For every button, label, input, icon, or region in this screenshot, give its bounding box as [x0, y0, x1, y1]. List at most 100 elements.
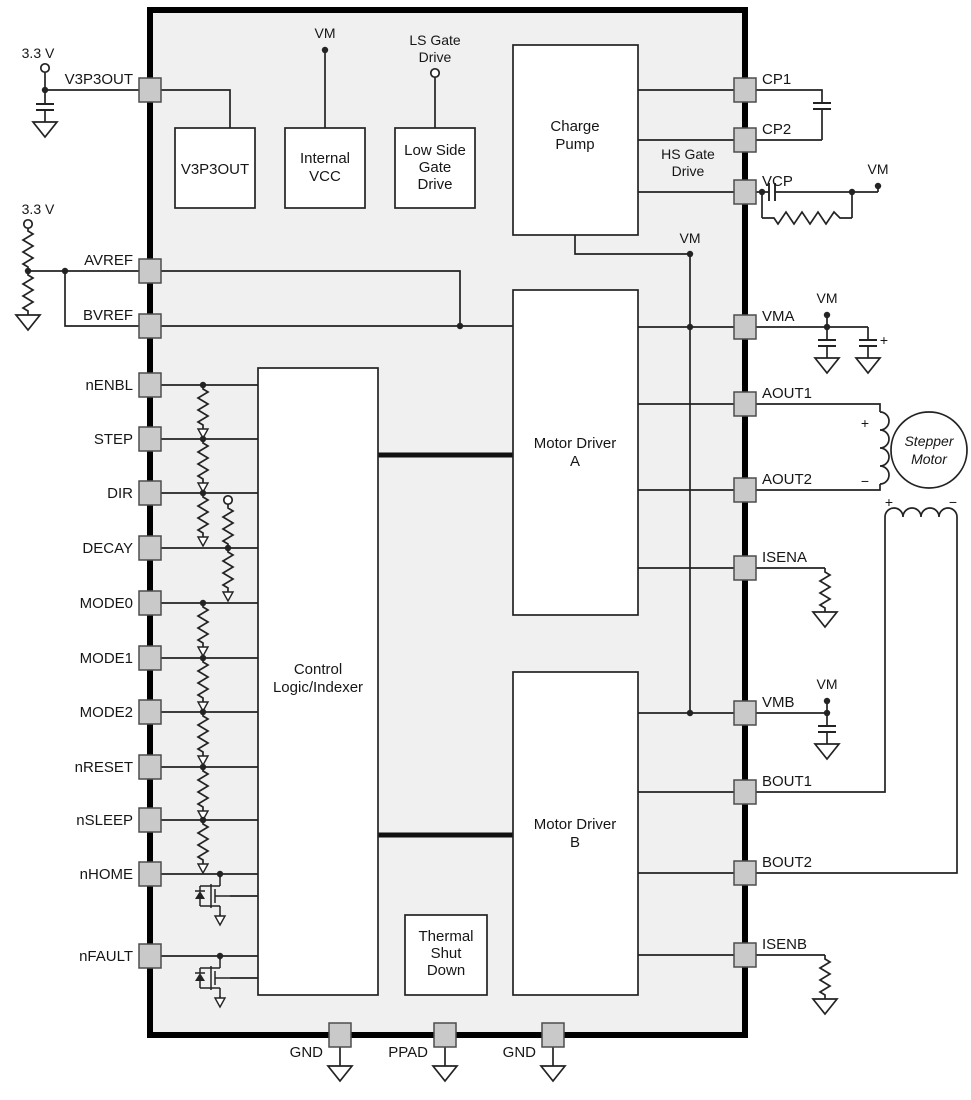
pin-vmb — [733, 700, 757, 726]
block-ls-gate-label: Gate — [419, 159, 452, 176]
pin-step — [138, 426, 162, 452]
pin-aout1 — [733, 391, 757, 417]
pin-nenbl — [138, 372, 162, 398]
junction-dot — [199, 599, 207, 607]
ground-icon — [814, 743, 840, 760]
pin-mode0 — [138, 590, 162, 616]
pin-label-aout1: AOUT1 — [762, 385, 812, 402]
junction-dot — [216, 870, 224, 878]
pin-bvref — [138, 313, 162, 339]
pin-label-nfault: nFAULT — [79, 948, 133, 965]
junction-dot — [686, 323, 694, 331]
pin-dir — [138, 480, 162, 506]
supply-terminal-icon — [39, 62, 51, 74]
block-charge-pump-label: Pump — [555, 136, 594, 153]
pin-nfault — [138, 943, 162, 969]
ground-icon — [812, 998, 838, 1015]
net-vm-vcp: VM — [868, 161, 889, 177]
pin-label-nenbl: nENBL — [85, 377, 133, 394]
pin-label-ppad: PPAD — [388, 1044, 428, 1061]
pin-label-v3p3out: V3P3OUT — [65, 71, 133, 88]
ground-icon — [32, 121, 58, 138]
block-internal-vcc — [284, 127, 366, 209]
wire-avref-bvref — [28, 270, 513, 327]
block-motor-driver-b-label: Motor Driver — [534, 816, 617, 833]
pin-mode2 — [138, 699, 162, 725]
junction-dot — [216, 952, 224, 960]
junction-dot — [686, 709, 694, 717]
pin-label-vma: VMA — [762, 308, 795, 325]
pin-label-nreset: nRESET — [75, 759, 133, 776]
junction-dot — [41, 86, 49, 94]
pin-label-bvref: BVREF — [83, 307, 133, 324]
block-thermal-label: Thermal — [418, 928, 473, 945]
pin-label-cp1: CP1 — [762, 71, 791, 88]
wire-aout2 — [638, 484, 881, 491]
capacitor-vma1 — [817, 339, 837, 347]
ground-icon — [855, 357, 881, 374]
pin-label-dir: DIR — [107, 485, 133, 502]
block-internal-vcc-label: Internal — [300, 150, 350, 167]
pin-label-avref: AVREF — [84, 252, 133, 269]
block-control-logic-label: Logic/Indexer — [273, 679, 363, 696]
junction-dot — [199, 816, 207, 824]
block-ls-gate-label: Drive — [417, 176, 452, 193]
capacitor-vmb — [817, 725, 837, 733]
net-3v3-ref: 3.3 V — [22, 201, 55, 217]
block-ls-gate-label: Low Side — [404, 142, 466, 159]
wire-bout2 — [638, 517, 958, 874]
net-vm-top: VM — [315, 25, 336, 41]
net-hs-gate-drive: HS Gate — [661, 146, 715, 162]
pin-nreset — [138, 754, 162, 780]
ground-icon — [15, 314, 41, 331]
block-motor-driver-b-label: B — [570, 834, 580, 851]
pin-gnd-2 — [541, 1022, 565, 1048]
stepper-motor-label: Stepper — [904, 433, 954, 449]
junction-dot — [456, 322, 464, 330]
decay-pullup-terminal-icon — [222, 494, 234, 506]
block-motor-driver-a-label: Motor Driver — [534, 435, 617, 452]
stepper-motor-label: Motor — [911, 451, 948, 467]
net-ls-gate-drive: Drive — [419, 49, 452, 65]
winding-b-plus: + — [885, 494, 893, 510]
junction-dot — [61, 267, 69, 275]
pin-avref — [138, 258, 162, 284]
junction-dot — [199, 435, 207, 443]
pin-ppad — [433, 1022, 457, 1048]
block-v3p3out — [174, 127, 256, 209]
junction-dot — [823, 709, 831, 717]
block-charge-pump-label: Charge — [550, 118, 599, 135]
pin-vma — [733, 314, 757, 340]
winding-a-minus: − — [861, 473, 869, 489]
junction-dot — [874, 182, 882, 190]
block-thermal-label: Down — [427, 962, 465, 979]
block-charge-pump — [512, 44, 639, 236]
pin-label-cp2: CP2 — [762, 121, 791, 138]
ground-icon — [814, 357, 840, 374]
block-control-logic-label: Control — [294, 661, 342, 678]
capacitor-cp — [812, 102, 832, 110]
internal-blocks: V3P3OUT Internal VCC Low Side Gate Drive… — [174, 44, 639, 996]
winding-b-coil — [884, 507, 958, 518]
pin-nhome — [138, 861, 162, 887]
ls-gate-terminal-icon — [429, 67, 441, 79]
pin-v3p3out — [138, 77, 162, 103]
pin-label-bout1: BOUT1 — [762, 773, 812, 790]
pin-label-vmb: VMB — [762, 694, 795, 711]
junction-dot — [199, 654, 207, 662]
wire-aout1 — [638, 403, 881, 412]
pin-label-isena: ISENA — [762, 549, 807, 566]
pin-gnd-1 — [328, 1022, 352, 1048]
junction-dot — [24, 267, 32, 275]
pin-isenb — [733, 942, 757, 968]
wire-logic-inputs — [161, 384, 258, 957]
pin-label-bout2: BOUT2 — [762, 854, 812, 871]
junction-dot — [199, 381, 207, 389]
block-thermal-shutdown — [404, 914, 488, 996]
capacitor — [35, 103, 55, 111]
block-thermal-label: Shut — [431, 945, 463, 962]
block-motor-driver-a — [512, 289, 639, 616]
net-vm-vma: VM — [817, 290, 838, 306]
